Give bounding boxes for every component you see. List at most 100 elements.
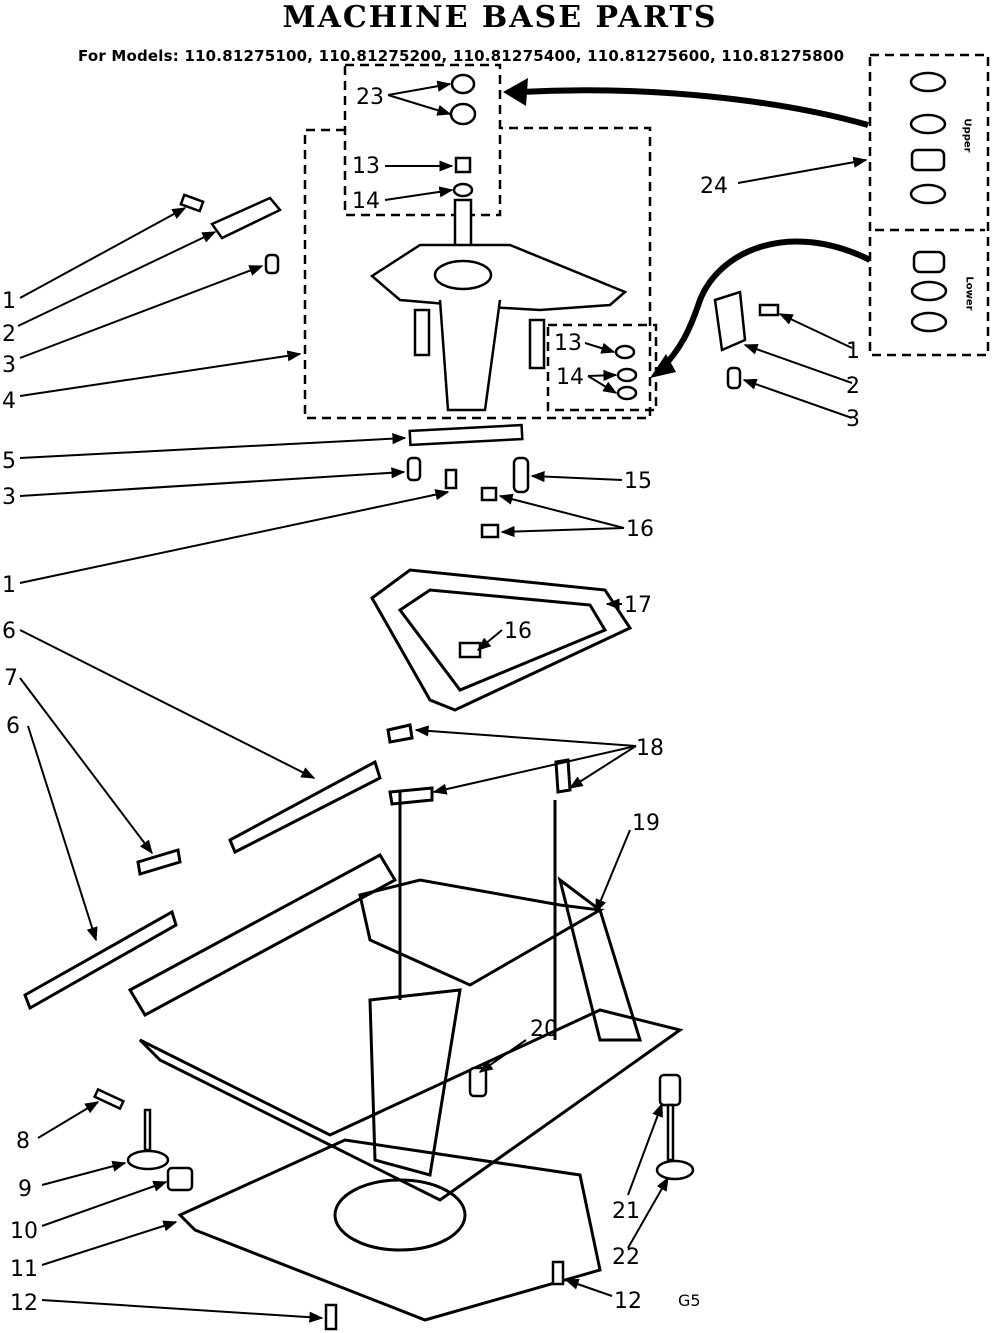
upper-arrowhead <box>503 78 528 106</box>
upper-bearing-2 <box>909 113 947 135</box>
leader-16b <box>500 525 625 538</box>
leader-3c <box>742 378 853 419</box>
bearing-inset-box <box>868 53 990 357</box>
leader-15 <box>530 470 623 483</box>
callout-4: 4 <box>2 389 16 414</box>
callout-1a: 1 <box>2 289 16 314</box>
leader-2a <box>17 231 217 327</box>
callout-5: 5 <box>2 449 16 474</box>
callout-12a: 12 <box>10 1291 38 1316</box>
bearing-14c <box>616 385 638 401</box>
callout-19: 19 <box>632 811 660 836</box>
frame-front-rail <box>138 1008 684 1202</box>
gearcase-plate <box>369 243 628 312</box>
dashed-group-boxes <box>303 53 990 420</box>
clip-3-mid <box>406 456 422 482</box>
lower-bearing-2 <box>910 280 948 302</box>
gearcase-hub <box>433 259 493 291</box>
callout-16a: 16 <box>626 517 654 542</box>
screw-12-left <box>324 1303 338 1331</box>
base-pan-11 <box>177 1138 602 1322</box>
leader-1c <box>778 313 853 349</box>
leader-18c <box>568 745 637 789</box>
upper-curved-arrow <box>519 87 869 128</box>
leader-13b <box>584 342 616 354</box>
bracket-2-left <box>210 196 282 240</box>
bracket-18b <box>388 786 434 806</box>
leader-lines <box>17 80 868 1323</box>
leg-bolt-9 <box>143 1108 152 1152</box>
bearing-14b <box>616 367 638 383</box>
callout-3c: 3 <box>846 407 860 432</box>
bearing-23b <box>449 102 477 126</box>
lower-arrowhead <box>650 354 676 378</box>
lower-bearing-1 <box>912 250 946 274</box>
clip-3-left <box>264 253 280 275</box>
leader-7 <box>19 677 153 855</box>
upper-bearing-3 <box>910 148 946 172</box>
leader-6b <box>27 725 98 942</box>
callout-6b: 6 <box>6 714 20 739</box>
inset-bearings <box>909 71 948 333</box>
part-20 <box>468 1066 488 1098</box>
inset-arrows <box>519 87 872 371</box>
brace-6-upper <box>228 759 382 855</box>
frame-left-rail <box>127 852 398 1018</box>
leg-pad-9 <box>126 1149 170 1171</box>
leader-11 <box>41 1220 178 1266</box>
callout-13b: 13 <box>554 331 582 356</box>
leader-10 <box>41 1180 168 1227</box>
callout-18: 18 <box>636 736 664 761</box>
callout-labels: 1 2 3 4 5 3 1 6 7 6 8 9 10 11 12 23 13 1… <box>2 85 860 1316</box>
upper-bearing-1 <box>909 71 947 93</box>
callout-8: 8 <box>16 1129 30 1154</box>
leader-21 <box>627 1102 663 1196</box>
leader-23b <box>387 94 452 116</box>
leader-14b <box>587 369 618 382</box>
callout-7: 7 <box>4 666 18 691</box>
transmission-assembly <box>369 73 638 412</box>
clip-10 <box>166 1166 194 1192</box>
leader-12a <box>41 1299 324 1323</box>
callout-2a: 2 <box>2 322 16 347</box>
leader-12b <box>564 1278 613 1297</box>
lower-bearing-3 <box>910 311 948 333</box>
callout-9: 9 <box>18 1177 32 1202</box>
leg-pad-22 <box>655 1159 695 1181</box>
leader-2b <box>743 343 853 384</box>
pad-16a <box>480 486 498 502</box>
screw-1-left <box>179 193 205 213</box>
small-parts <box>179 193 780 659</box>
clip-3-right <box>726 366 742 390</box>
lower-curved-arrow <box>659 238 872 371</box>
gearcase-body <box>438 299 502 412</box>
callout-13a: 13 <box>352 154 380 179</box>
leader-6a <box>19 629 316 779</box>
inset-arrowheads <box>503 78 676 378</box>
bracket-2-right <box>713 290 747 352</box>
callout-22: 22 <box>612 1245 640 1270</box>
brace-6-lower <box>23 909 178 1011</box>
leader-19 <box>595 829 631 914</box>
pin-7 <box>136 848 182 876</box>
leader-18b <box>432 745 637 795</box>
callout-14b: 14 <box>556 365 584 390</box>
bracket-18a <box>386 723 414 744</box>
callout-10: 10 <box>10 1219 38 1244</box>
leader-4 <box>19 350 302 397</box>
transmission-box <box>303 126 652 420</box>
leg-bolt-22 <box>666 1103 675 1162</box>
nut-8 <box>92 1087 126 1111</box>
leader-20 <box>478 1039 527 1073</box>
bearing-14 <box>452 182 474 198</box>
leader-14a <box>384 186 454 201</box>
leveling-legs <box>92 1066 695 1331</box>
callout-1c: 1 <box>846 339 860 364</box>
leader-3b <box>19 467 406 497</box>
leader-8 <box>37 1101 100 1139</box>
leader-3a <box>19 265 264 359</box>
leader-9 <box>41 1160 127 1186</box>
callout-24: 24 <box>700 174 728 199</box>
callout-2b: 2 <box>846 374 860 399</box>
diagram-title: MACHINE BASE PARTS <box>282 0 718 35</box>
